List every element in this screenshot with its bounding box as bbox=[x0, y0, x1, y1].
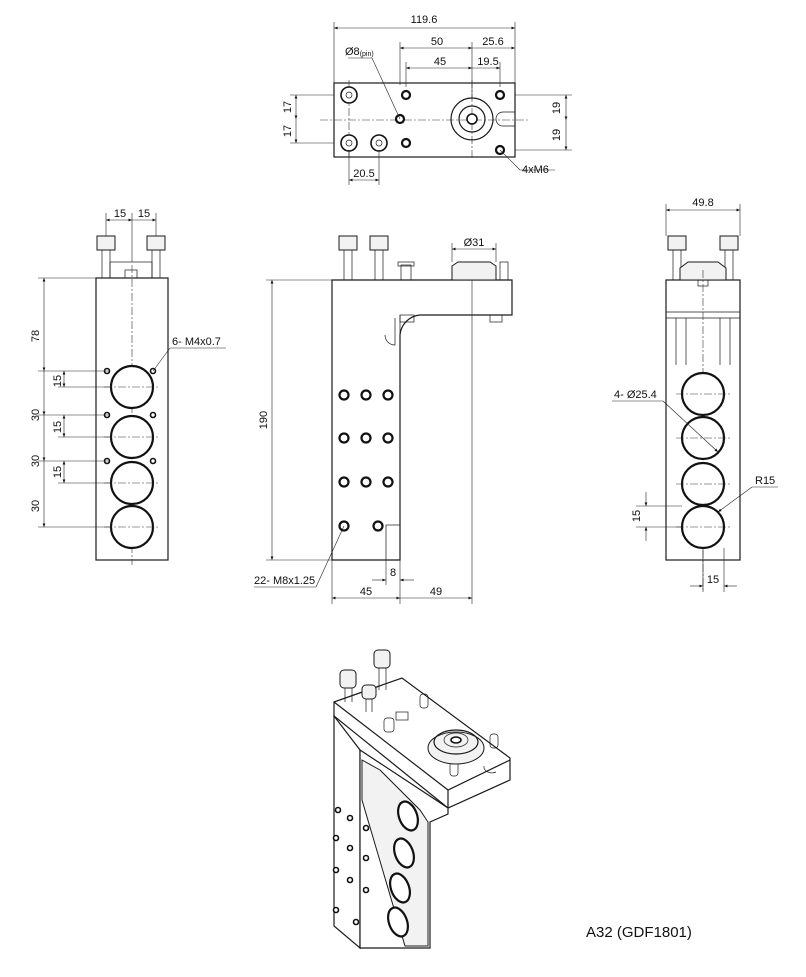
dim-dia-31: Ø31 bbox=[464, 237, 485, 249]
m6-thread-hole bbox=[494, 89, 506, 101]
dim-49-8: 49.8 bbox=[692, 197, 713, 209]
dim-45-top: 45 bbox=[434, 56, 446, 68]
part-label: A32 (GDF1801) bbox=[586, 924, 692, 941]
dim-overall-width: 119.6 bbox=[411, 14, 438, 26]
dim-15-horizontal: 15 bbox=[707, 574, 719, 586]
m6-callout: 4xM6 bbox=[522, 164, 549, 176]
dim-30-2: 30 bbox=[30, 455, 42, 467]
m6-thread-hole bbox=[400, 89, 412, 101]
dim-17-lower: 17 bbox=[282, 125, 294, 137]
top-through-hole bbox=[340, 134, 358, 152]
m8-callout: 22- M8x1.25 bbox=[254, 575, 315, 587]
front-view-body bbox=[331, 279, 513, 561]
dim-19-5: 19.5 bbox=[477, 56, 498, 68]
dim-45-front: 45 bbox=[360, 586, 372, 598]
pin-callout: Ø8(pin) bbox=[345, 46, 374, 58]
front-view: Ø31 190 22- M8x1.25 8 45 49 bbox=[254, 235, 513, 604]
dim-15-b: 15 bbox=[138, 208, 150, 220]
dim-15-3: 15 bbox=[52, 466, 64, 478]
dim-8: 8 bbox=[390, 567, 396, 579]
radius-callout: R15 bbox=[755, 475, 775, 487]
right-view: 49.8 4- Ø25.4 R15 15 15 bbox=[612, 197, 778, 592]
dim-30-3: 30 bbox=[30, 500, 42, 512]
dim-30-1: 30 bbox=[30, 409, 42, 421]
dim-15-a: 15 bbox=[114, 208, 126, 220]
top-view: 119.6 50 25.6 45 19.5 Ø8(pin) 17 17 19 1… bbox=[282, 14, 572, 185]
dim-15-vertical: 15 bbox=[631, 510, 643, 522]
dim-19-lower: 19 bbox=[551, 129, 563, 141]
left-view: 15 15 6- M4x0.7 78 15 bbox=[30, 208, 226, 565]
front-knob bbox=[451, 261, 497, 281]
dim-190: 190 bbox=[258, 411, 270, 429]
right-bore bbox=[680, 461, 726, 507]
right-bore bbox=[680, 371, 726, 417]
dim-78: 78 bbox=[30, 330, 42, 342]
dim-15-2: 15 bbox=[52, 421, 64, 433]
dim-25-6: 25.6 bbox=[482, 36, 503, 48]
dim-49: 49 bbox=[430, 586, 442, 598]
isometric-view bbox=[332, 649, 511, 950]
dim-19-upper: 19 bbox=[551, 102, 563, 114]
top-through-hole bbox=[370, 134, 388, 152]
top-through-hole bbox=[340, 86, 358, 104]
right-bore bbox=[680, 504, 726, 550]
dim-20-5: 20.5 bbox=[353, 168, 374, 180]
bore-callout: 4- Ø25.4 bbox=[614, 389, 657, 401]
dim-50: 50 bbox=[431, 36, 443, 48]
m4-callout: 6- M4x0.7 bbox=[172, 336, 221, 348]
dim-15-1: 15 bbox=[52, 375, 64, 387]
m6-thread-hole bbox=[400, 137, 412, 149]
dim-17-upper: 17 bbox=[282, 101, 294, 113]
